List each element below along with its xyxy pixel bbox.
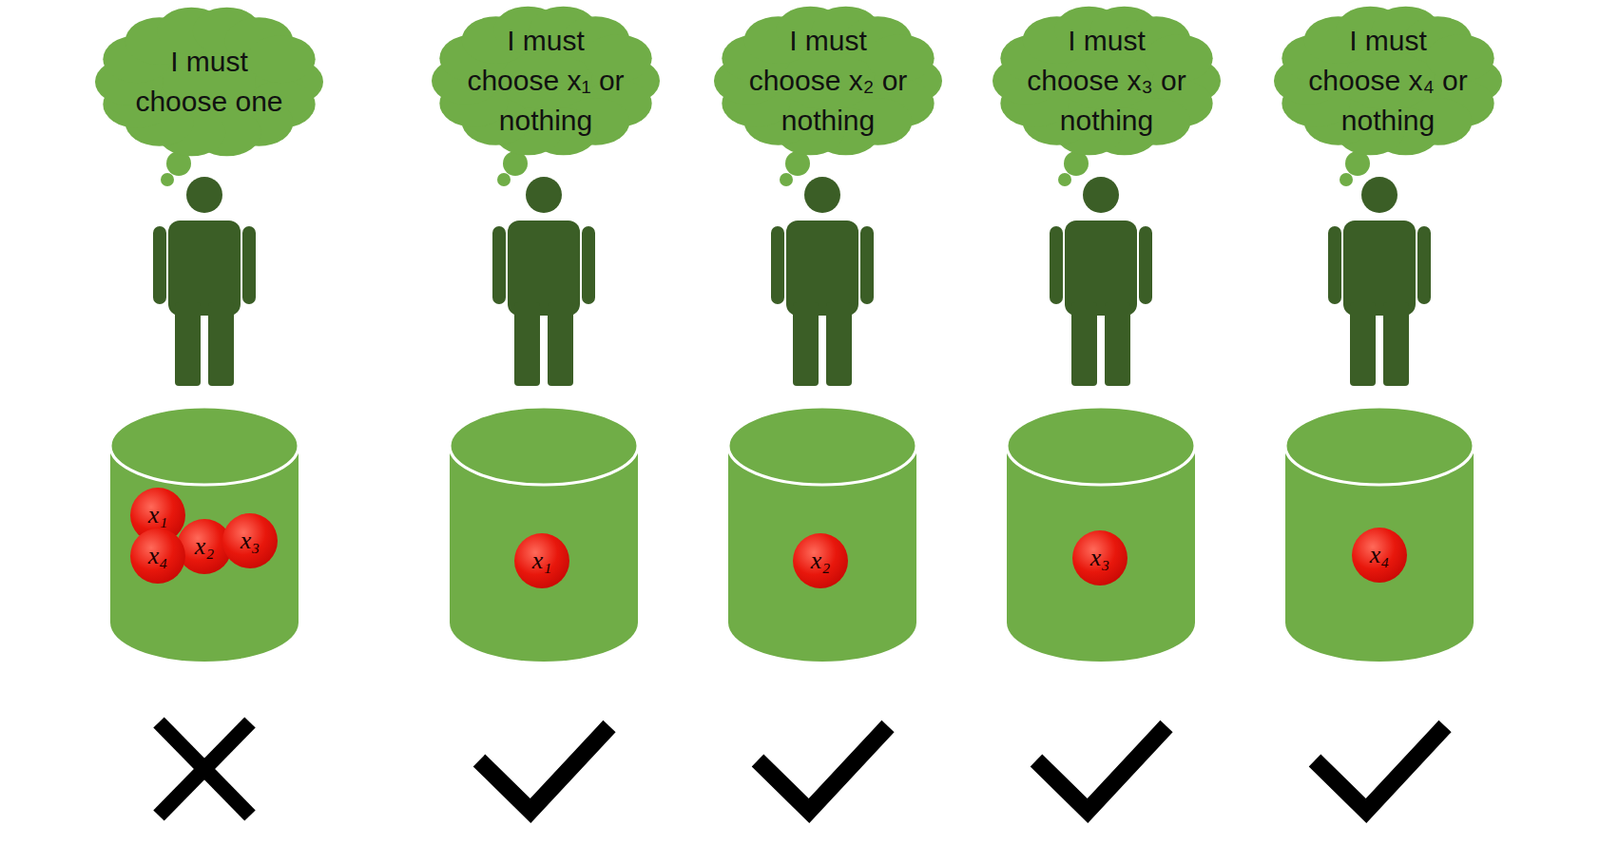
check-mark [1314,726,1446,811]
person-leg [547,302,574,386]
thought-cloud: I must choose x₁ or nothing [431,1,660,160]
cylinder-top [1006,406,1196,485]
person-arm [153,226,167,305]
ball: x₃ [1072,530,1128,586]
person-arm [1328,226,1342,305]
person-torso [168,220,241,316]
person-torso [1064,220,1138,316]
person-leg [174,302,201,386]
ball-label: x₁ [148,501,169,530]
person-leg [1349,302,1376,386]
cross-mark [158,722,251,816]
person-head [186,176,223,213]
thought-text: I must choose x₂ or nothing [747,20,909,141]
ball-label: x₃ [1090,543,1111,573]
person-torso [507,220,580,316]
ball-label: x₂ [810,546,831,576]
person-leg [1104,302,1131,386]
cross-mark [158,722,251,816]
check-mark [479,726,610,811]
person-leg [826,302,852,386]
person-arm [581,226,596,305]
person-head [525,176,562,213]
ball-label: x₄ [148,541,169,571]
thought-bubble [779,173,793,187]
cylinder-top [449,406,638,485]
person-torso [786,220,859,316]
person-arm [242,226,256,305]
person-arm [1417,226,1431,305]
person-leg [1383,302,1409,386]
thought-text: I must choose one [128,41,290,122]
ball-label: x₃ [240,526,261,556]
check-mark [1036,726,1167,811]
thought-text: I must choose x₁ or nothing [464,20,627,141]
ball: x₄ [130,528,186,584]
person-figure [771,176,874,386]
ball: x₂ [792,533,849,589]
person-arm [1138,226,1153,305]
check-mark [757,726,888,811]
person-leg [208,302,234,386]
person-leg [1071,302,1098,386]
thought-cloud: I must choose one [95,2,324,161]
ball-label: x₂ [194,532,215,561]
ball: x₃ [222,513,278,569]
person-head [1082,176,1119,213]
thought-text: I must choose x₄ or nothing [1307,20,1469,141]
person-arm [492,226,506,305]
person-arm [771,226,785,305]
thought-cloud: I must choose x₄ or nothing [1273,1,1503,160]
person-figure [492,176,596,386]
thought-bubble [160,173,174,187]
person-arm [860,226,874,305]
ball: x₁ [514,533,570,589]
thought-bubble [1058,173,1072,187]
person-leg [792,302,819,386]
thought-text: I must choose x₃ or nothing [1025,20,1188,141]
thought-cloud: I must choose x₂ or nothing [713,1,943,160]
person-head [1361,176,1398,213]
person-head [804,176,841,213]
thought-cloud: I must choose x₃ or nothing [992,1,1221,160]
thought-bubble [1339,173,1353,187]
person-figure [1328,176,1431,386]
ball-label: x₄ [1369,540,1390,570]
ball: x₄ [1351,527,1408,583]
cloud-outline [95,2,324,161]
thought-bubble [497,173,511,187]
person-arm [1049,226,1063,305]
ball-label: x₁ [532,546,553,576]
person-figure [1049,176,1153,386]
person-leg [514,302,540,386]
person-torso [1343,220,1416,316]
cylinder-top [1285,406,1474,485]
cylinder-top [728,406,917,485]
cylinder-top [110,406,299,485]
person-figure [153,176,256,386]
